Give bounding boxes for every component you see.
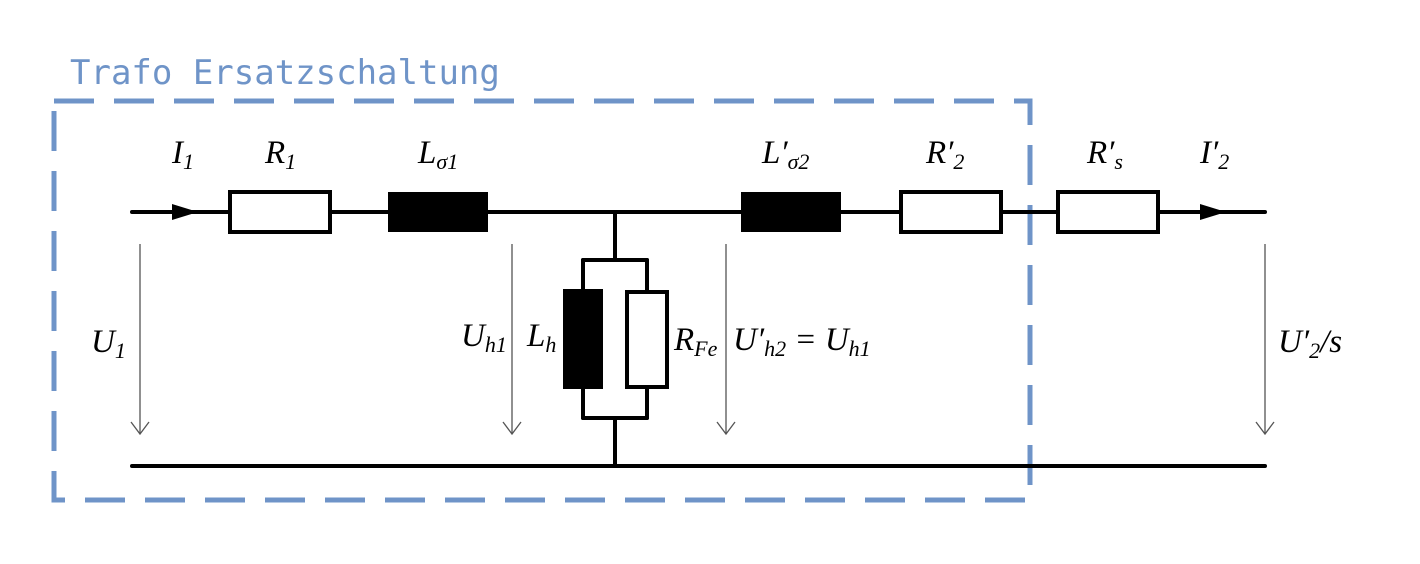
voltage-arrow-uh2 bbox=[716, 244, 736, 436]
label-r1: R1 bbox=[264, 135, 296, 174]
label-uh1: Uh1 bbox=[461, 318, 507, 357]
transformer-boundary-box bbox=[51, 98, 1033, 503]
voltage-arrow-uh1 bbox=[502, 244, 522, 436]
resistor-r1 bbox=[228, 190, 332, 234]
voltage-arrow-u2 bbox=[1255, 244, 1275, 436]
label-r2: R′2 bbox=[925, 135, 964, 174]
resistor-rs bbox=[1056, 190, 1160, 234]
label-i1: I1 bbox=[171, 135, 194, 174]
current-arrow-i2 bbox=[1200, 204, 1226, 220]
label-u1: U1 bbox=[91, 324, 126, 363]
label-l-sigma2: L′σ2 bbox=[761, 135, 809, 174]
voltage-arrow-u1 bbox=[130, 244, 150, 436]
label-u2-over-s: U′2/s bbox=[1278, 324, 1342, 363]
label-i2: I′2 bbox=[1199, 135, 1229, 174]
label-l-sigma1: Lσ1 bbox=[417, 135, 458, 174]
label-lh: Lh bbox=[526, 318, 556, 357]
label-uh2-equals-uh1: U′h2 = Uh1 bbox=[733, 322, 871, 361]
resistor-rfe bbox=[625, 290, 669, 389]
inductor-l-sigma2 bbox=[741, 192, 841, 232]
label-rs: R′s bbox=[1086, 135, 1123, 174]
inductor-lh bbox=[563, 289, 603, 389]
label-rfe: RFe bbox=[673, 322, 718, 361]
inductor-l-sigma1 bbox=[388, 192, 488, 232]
resistor-r2 bbox=[899, 190, 1003, 234]
diagram-title: Trafo Ersatzschaltung bbox=[70, 53, 500, 93]
current-arrow-i1 bbox=[172, 204, 198, 220]
